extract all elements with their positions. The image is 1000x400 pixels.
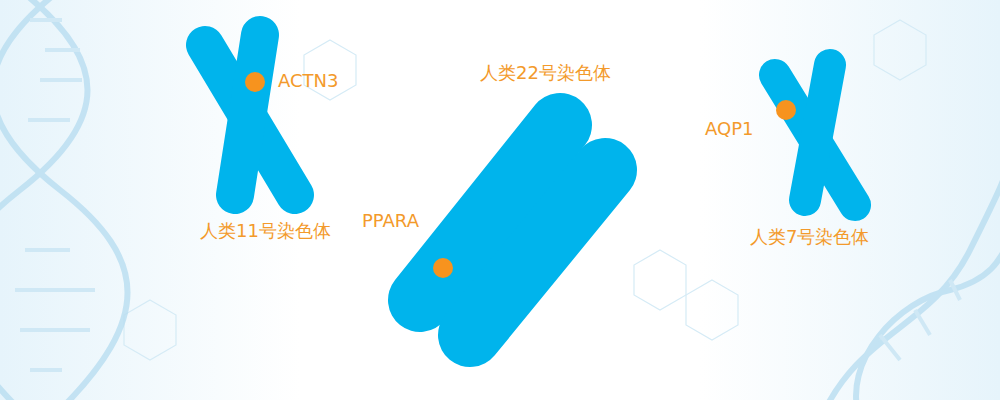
chromatid [805, 65, 830, 200]
gene-marker [433, 258, 453, 278]
gene-marker [245, 72, 265, 92]
gene-label: PPARA [362, 210, 419, 232]
chromosome-label: 人类22号染色体 [480, 62, 611, 84]
chromosome-label: 人类11号染色体 [200, 220, 331, 242]
gene-label: AQP1 [705, 118, 753, 140]
chromosome-label: 人类7号染色体 [750, 226, 869, 248]
gene-label: ACTN3 [278, 70, 338, 92]
chromatid [470, 170, 605, 335]
chromatid [235, 35, 260, 195]
gene-marker [776, 100, 796, 120]
